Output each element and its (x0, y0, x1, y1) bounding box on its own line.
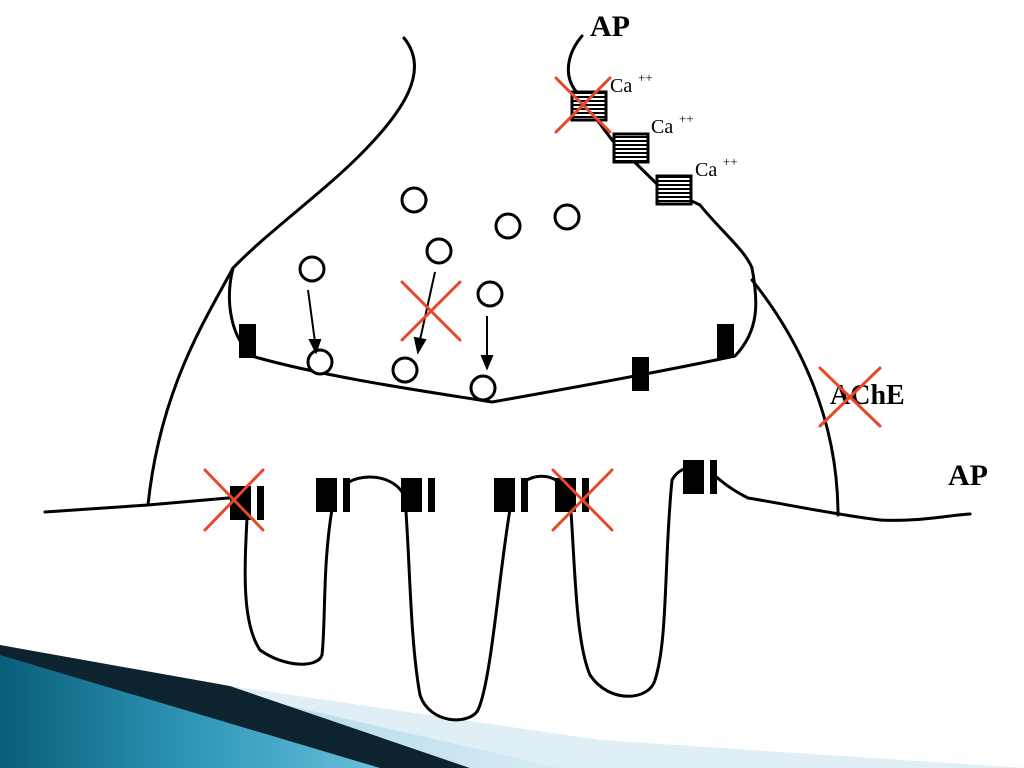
label-ca-1: Ca (610, 75, 632, 97)
postsynaptic-left-wall (146, 266, 235, 507)
muscle-membrane-right (746, 496, 972, 522)
label-ca-2-charge: ++ (679, 111, 694, 126)
x-mark-icon (551, 468, 614, 532)
label-ca-3-charge: ++ (723, 154, 738, 169)
vesicle (400, 186, 428, 214)
active-zone-bar (632, 357, 649, 391)
label-ap-right: AP (948, 459, 988, 492)
vesicle (553, 203, 581, 231)
x-mark-icon (554, 76, 612, 134)
calcium-channels (570, 90, 693, 206)
muscle-membrane-left (43, 496, 230, 514)
split-block-icon (555, 478, 589, 512)
release-arrows (307, 271, 494, 371)
label-ca-2: Ca (651, 116, 673, 138)
active-zone-bar (239, 324, 256, 358)
label-ca-1-charge: ++ (638, 70, 653, 85)
vesicle (494, 212, 522, 240)
active-zones (239, 324, 734, 391)
x-mark-icon (818, 366, 882, 428)
split-block-icon (401, 478, 435, 512)
vesicles (298, 186, 581, 402)
striped-square-icon (612, 132, 650, 164)
striped-square-icon (570, 90, 608, 122)
vesicle (476, 280, 504, 308)
docked-vesicle (306, 348, 334, 376)
vesicle (298, 255, 326, 283)
active-zone-bar (717, 324, 734, 358)
split-block-icon (683, 460, 717, 494)
junctional-folds (226, 466, 750, 722)
x-mark-icon (400, 280, 462, 342)
label-ca-3: Ca (695, 159, 717, 181)
receptors (230, 460, 717, 520)
split-block-icon (494, 478, 528, 512)
presynaptic-left-membrane (231, 36, 416, 270)
presynaptic-right-membrane (698, 203, 754, 270)
x-mark-icon (203, 468, 265, 532)
slide-ribbon (0, 645, 1024, 768)
vesicle (425, 237, 453, 265)
docked-vesicle (391, 356, 419, 384)
postsynaptic-right-wall (750, 278, 840, 517)
split-block-icon (316, 478, 350, 512)
striped-square-icon (655, 174, 693, 206)
label-ap-top: AP (590, 10, 630, 43)
inhibition-crosses (203, 76, 882, 532)
docked-vesicle (469, 374, 497, 402)
